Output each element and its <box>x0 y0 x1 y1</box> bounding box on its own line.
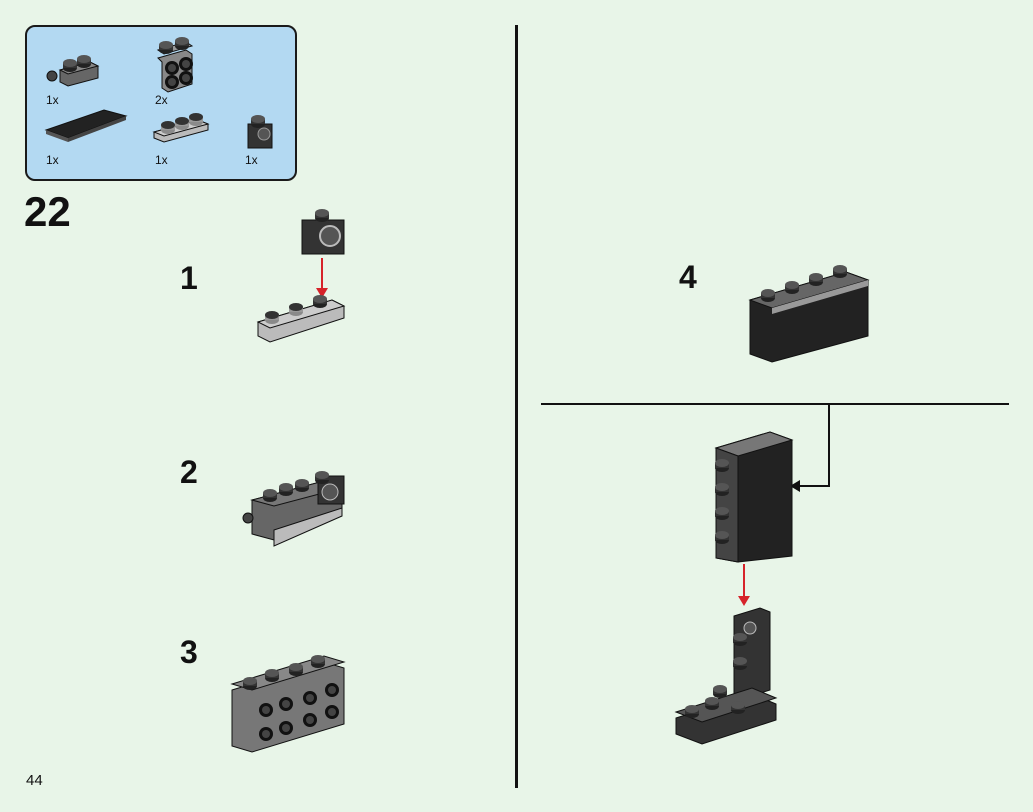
substep-number: 2 <box>180 454 198 490</box>
part-tile <box>44 109 128 142</box>
substep1-illustration <box>256 209 346 343</box>
part-plate-with-clip <box>46 55 100 87</box>
substep3-illustration <box>230 655 346 753</box>
substep2-illustration <box>242 471 345 547</box>
vertical-divider <box>515 25 518 788</box>
substep-number: 1 <box>180 260 198 296</box>
substep-number: 3 <box>180 634 198 670</box>
assembly-illustration <box>674 405 830 745</box>
part-qty: 1x <box>46 93 59 107</box>
part-plate-1x3 <box>152 113 210 143</box>
substep4-illustration <box>748 265 870 363</box>
step-number: 22 <box>24 188 71 235</box>
part-qty: 1x <box>155 153 168 167</box>
page-number: 44 <box>26 772 43 789</box>
part-qty: 1x <box>46 153 59 167</box>
part-qty: 2x <box>155 93 168 107</box>
substep-number: 4 <box>679 259 697 295</box>
part-brick-with-hole <box>247 115 273 149</box>
part-bracket <box>156 37 194 93</box>
part-qty: 1x <box>245 153 258 167</box>
horizontal-divider <box>541 403 1009 405</box>
